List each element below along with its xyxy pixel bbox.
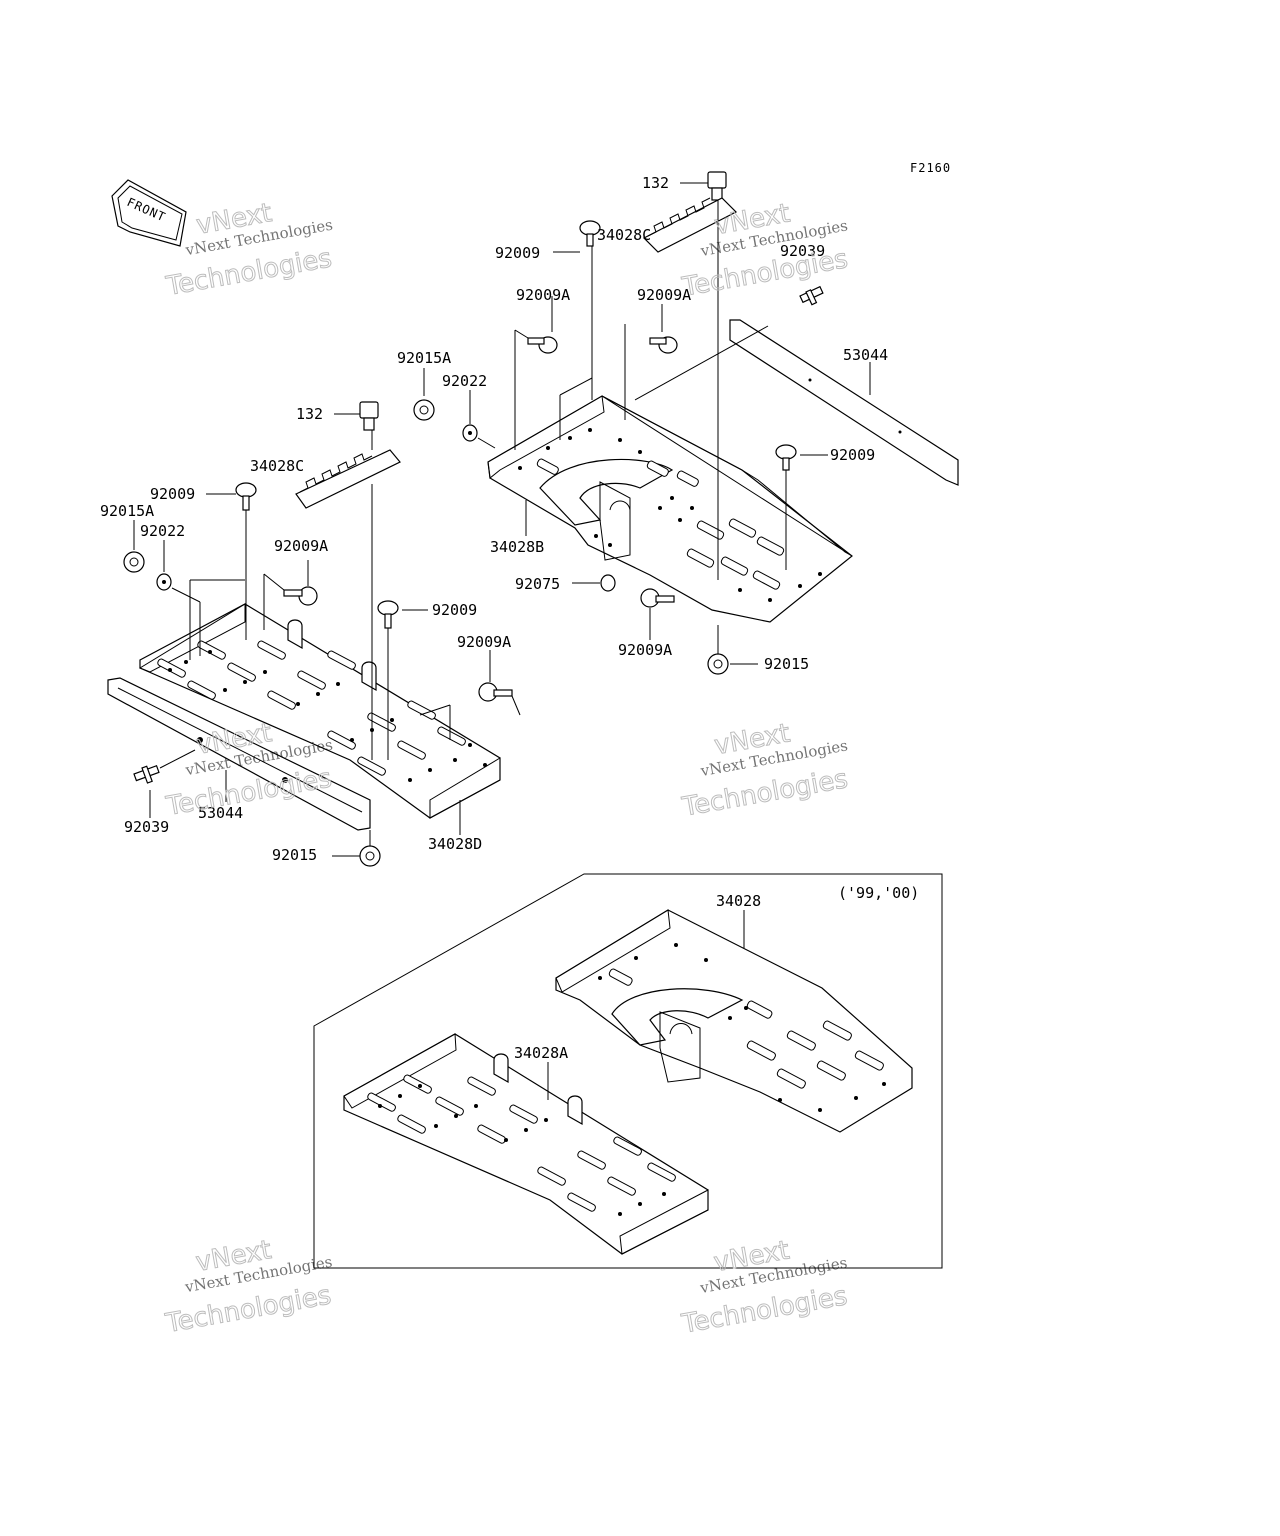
bolt-92009A-tl-icon <box>527 336 558 354</box>
watermark-bottom-left: vNext vNext Technologies Technologies <box>162 1235 334 1340</box>
label-34028: 34028 <box>716 892 761 910</box>
label-92022-left: 92022 <box>140 522 185 540</box>
label-132-mid: 132 <box>296 405 323 423</box>
label-92009-center: 92009 <box>432 601 477 619</box>
bolt-92009-right-icon <box>775 444 797 471</box>
label-92009A-top-left: 92009A <box>516 286 570 304</box>
bolt-92009-left-icon <box>235 482 257 511</box>
carrier-left-assembly <box>107 401 521 867</box>
label-34028A: 34028A <box>514 1044 568 1062</box>
label-92015-bottom: 92015 <box>272 846 317 864</box>
label-34028C-mid: 34028C <box>250 457 304 475</box>
watermark-bottom-right: vNext vNext Technologies Technologies <box>678 1235 850 1340</box>
variant-note: ('99,'00) <box>838 884 919 902</box>
washer-92022-left-icon <box>156 573 172 591</box>
pin-92039-top-icon <box>799 285 824 306</box>
part-labels: 132 34028C 92009 92039 92009A 92009A 530… <box>100 174 919 1062</box>
pin-92039-bottom-icon <box>133 765 160 784</box>
nut-92015-right-icon <box>707 653 729 675</box>
label-132-top: 132 <box>642 174 669 192</box>
nut-92015-bottom-icon <box>359 845 381 867</box>
label-92039-top: 92039 <box>780 242 825 260</box>
front-arrow-icon: FRONT <box>111 179 187 247</box>
label-92009-right: 92009 <box>830 446 875 464</box>
label-92009A-bottom-right: 92009A <box>618 641 672 659</box>
watermark-top-right: vNext vNext Technologies Technologies <box>679 198 851 303</box>
bolt-92009A-bottom-icon <box>640 588 675 608</box>
watermark-top-left: vNext vNext Technologies Technologies <box>163 198 335 303</box>
label-92039-bottom: 92039 <box>124 818 169 836</box>
bolt-92009-top-icon <box>579 220 601 247</box>
label-92015A-mid: 92015A <box>397 349 451 367</box>
watermark-mid-right: vNext vNext Technologies Technologies <box>679 718 851 823</box>
carrier-right-assembly <box>413 171 959 675</box>
label-92009A-left: 92009A <box>274 537 328 555</box>
label-92075: 92075 <box>515 575 560 593</box>
label-92009-left: 92009 <box>150 485 195 503</box>
nut-92015A-left-icon <box>123 551 145 573</box>
figure-code: F2160 <box>910 161 951 175</box>
bolt-132-top-icon <box>707 171 727 201</box>
label-53044-bottom: 53044 <box>198 804 243 822</box>
label-92015A-left: 92015A <box>100 502 154 520</box>
grommet-92075-icon <box>600 574 616 592</box>
bolt-92009-center-icon <box>377 600 399 629</box>
nut-92015A-mid-icon <box>413 399 435 421</box>
label-34028C-top: 34028C <box>597 226 651 244</box>
label-92009A-center: 92009A <box>457 633 511 651</box>
label-53044-top: 53044 <box>843 346 888 364</box>
label-92009A-top-right: 92009A <box>637 286 691 304</box>
label-92009-top: 92009 <box>495 244 540 262</box>
bolt-92009A-center-icon <box>478 682 513 702</box>
label-92015-right: 92015 <box>764 655 809 673</box>
label-34028B: 34028B <box>490 538 544 556</box>
bolt-92009A-left-icon <box>283 586 318 606</box>
washer-92022-mid-icon <box>462 424 478 442</box>
bolt-132-mid-icon <box>359 401 379 431</box>
bolt-92009A-tr-icon <box>649 336 678 354</box>
variant-box <box>313 873 943 1269</box>
label-34028D: 34028D <box>428 835 482 853</box>
label-92022-mid: 92022 <box>442 372 487 390</box>
